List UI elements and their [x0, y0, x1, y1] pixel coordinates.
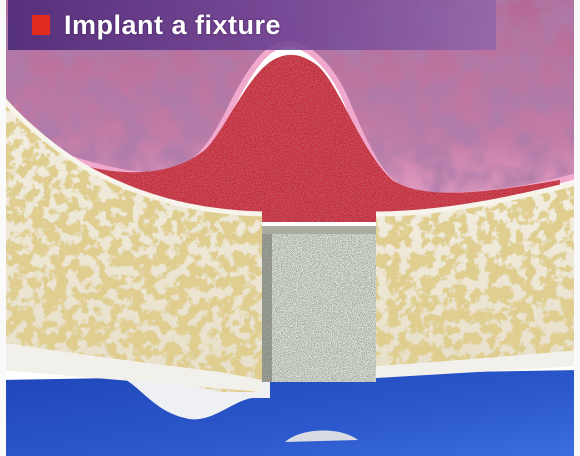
fixture-shadow-left [262, 232, 272, 382]
implant-fixture [262, 232, 376, 382]
lower-blue-area [0, 370, 580, 456]
fixture-top [262, 226, 376, 234]
screen-edge-right [574, 0, 580, 456]
slide-title: Implant a fixture [64, 10, 281, 41]
bullet-square-icon [32, 15, 50, 35]
title-banner: Implant a fixture [8, 0, 496, 50]
screen-edge-left [0, 0, 6, 456]
